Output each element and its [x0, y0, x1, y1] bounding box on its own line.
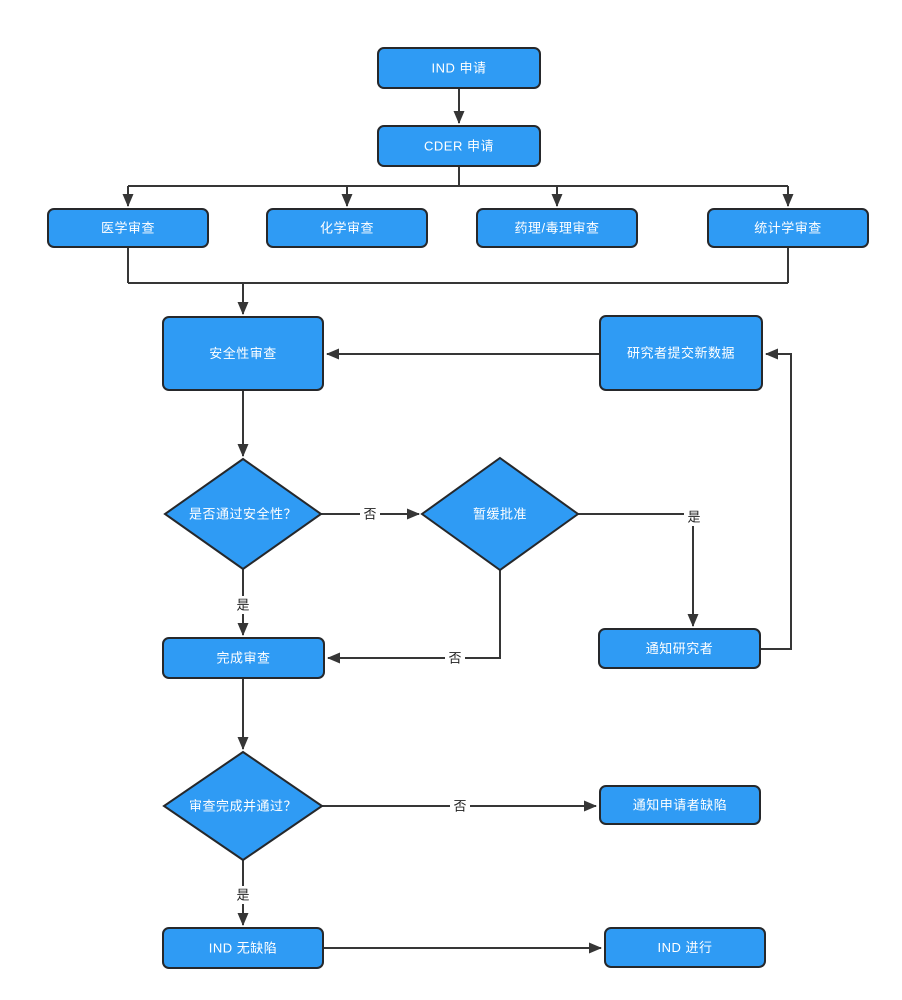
edge-label-text: 是	[687, 510, 700, 525]
node-label: 暂缓批准	[473, 507, 527, 522]
node-ind-proceed[interactable]: IND 进行	[604, 927, 766, 968]
process-rect[interactable]	[162, 637, 325, 679]
node-medical-review[interactable]: 医学审查	[47, 208, 209, 248]
edge-label-background	[450, 797, 470, 815]
process-rect[interactable]	[266, 208, 428, 248]
process-rect[interactable]	[47, 208, 209, 248]
process-rect[interactable]	[599, 315, 763, 391]
node-label: 研究者提交新数据	[627, 346, 735, 361]
decision-diamond[interactable]	[163, 457, 323, 571]
node-statistics-review[interactable]: 统计学审查	[707, 208, 869, 248]
edge-label-text: 是	[236, 598, 249, 613]
process-rect[interactable]	[598, 628, 761, 669]
process-rect[interactable]	[377, 47, 541, 89]
label-safety-yes: 是	[233, 596, 253, 614]
node-label: 通知研究者	[646, 641, 714, 656]
decision-diamond[interactable]	[420, 456, 580, 572]
node-label: IND 进行	[657, 940, 712, 955]
label-review-no: 否	[450, 797, 470, 815]
node-label: 审查完成并通过？	[189, 799, 297, 814]
process-rect[interactable]	[707, 208, 869, 248]
node-label: 通知申请者缺陷	[633, 798, 728, 813]
node-label: 是否通过安全性？	[189, 507, 297, 522]
label-safety-no: 否	[360, 505, 380, 523]
edge-notify-researcher-loop	[760, 348, 792, 650]
label-hold-no: 否	[445, 649, 465, 667]
node-label: 统计学审查	[754, 221, 822, 236]
edge-label-background	[233, 886, 253, 904]
node-chemistry-review[interactable]: 化学审查	[266, 208, 428, 248]
node-researcher-new-data[interactable]: 研究者提交新数据	[599, 315, 763, 391]
edge-hold-yes	[578, 513, 699, 627]
process-rect[interactable]	[599, 785, 761, 825]
edge-label-background	[445, 649, 465, 667]
node-label: 医学审查	[101, 221, 155, 236]
decision-diamond[interactable]	[162, 750, 324, 862]
edge-label-text: 否	[453, 799, 466, 814]
node-review-complete-decision[interactable]: 审查完成并通过？	[162, 750, 324, 862]
node-label: CDER 申请	[424, 139, 494, 154]
label-hold-yes: 是	[684, 508, 704, 526]
process-rect[interactable]	[162, 927, 324, 969]
node-label: 化学审查	[320, 221, 374, 236]
node-ind-application[interactable]: IND 申请	[377, 47, 541, 89]
edge-label-text: 否	[363, 507, 376, 522]
node-label: IND 申请	[431, 61, 486, 76]
edge-label-background	[233, 596, 253, 614]
process-rect[interactable]	[162, 316, 324, 391]
node-ind-no-deficiencies[interactable]: IND 无缺陷	[162, 927, 324, 969]
edge-label-background	[360, 505, 380, 523]
node-hold-approval[interactable]: 暂缓批准	[420, 456, 580, 572]
node-label: IND 无缺陷	[209, 941, 278, 956]
node-label: 药理/毒理审查	[514, 221, 599, 236]
node-safety-pass-decision[interactable]: 是否通过安全性？	[163, 457, 323, 571]
process-rect[interactable]	[604, 927, 766, 968]
edge-hold-no	[327, 570, 501, 664]
node-cder-application[interactable]: CDER 申请	[377, 125, 541, 167]
label-review-yes: 是	[233, 886, 253, 904]
edge-label-text: 否	[448, 651, 461, 666]
node-label: 安全性审查	[209, 346, 277, 361]
node-complete-review[interactable]: 完成审查	[162, 637, 325, 679]
node-label: 完成审查	[216, 651, 270, 666]
edge-label-background	[684, 508, 704, 526]
node-notify-applicant-deficiencies[interactable]: 通知申请者缺陷	[599, 785, 761, 825]
edge-label-text: 是	[236, 888, 249, 903]
node-pharm-tox-review[interactable]: 药理/毒理审查	[476, 208, 638, 248]
node-safety-review[interactable]: 安全性审查	[162, 316, 324, 391]
process-rect[interactable]	[476, 208, 638, 248]
node-notify-researcher[interactable]: 通知研究者	[598, 628, 761, 669]
process-rect[interactable]	[377, 125, 541, 167]
